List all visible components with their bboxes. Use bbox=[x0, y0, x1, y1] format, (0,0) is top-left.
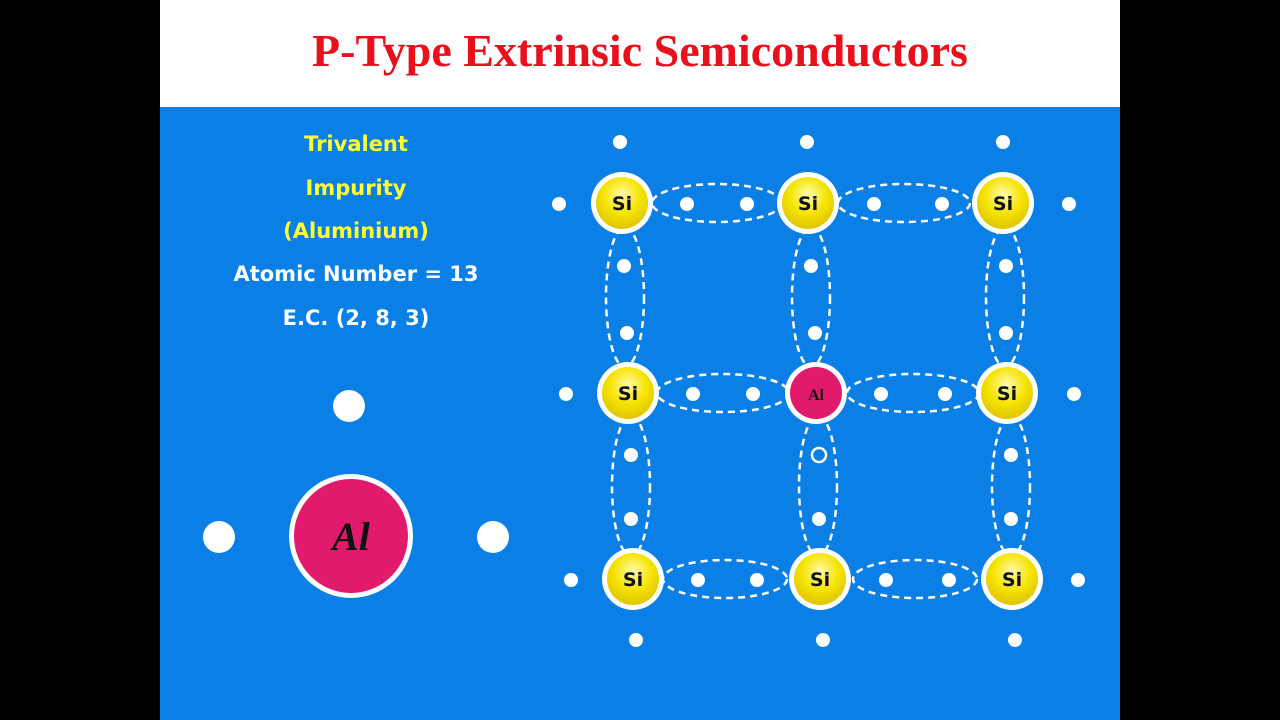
info-atomic-number: Atomic Number = 13 bbox=[233, 262, 479, 286]
silicon-symbol: Si bbox=[798, 193, 818, 215]
electron bbox=[1062, 197, 1076, 211]
valence-electron bbox=[477, 521, 509, 553]
bond bbox=[655, 372, 791, 414]
electron bbox=[999, 259, 1013, 273]
silicon-symbol: Si bbox=[623, 569, 643, 591]
silicon-symbol: Si bbox=[1002, 569, 1022, 591]
silicon-atom-core bbox=[607, 553, 659, 605]
aluminium-lattice-atom: Al bbox=[785, 362, 847, 424]
silicon-atom-core bbox=[602, 367, 654, 419]
silicon-atom: Si bbox=[777, 172, 839, 234]
silicon-atom-core bbox=[977, 177, 1029, 229]
electron bbox=[1008, 633, 1022, 647]
silicon-atom: Si bbox=[972, 172, 1034, 234]
info-impurity: Impurity bbox=[305, 176, 407, 200]
silicon-symbol: Si bbox=[618, 383, 638, 405]
lattice-diagram: Al bbox=[203, 135, 1085, 647]
electron bbox=[686, 387, 700, 401]
silicon-atom: Si bbox=[981, 548, 1043, 610]
bond bbox=[661, 558, 789, 600]
bond bbox=[845, 372, 981, 414]
info-trivalent: Trivalent bbox=[304, 132, 408, 156]
bond bbox=[990, 414, 1032, 558]
silicon-atom: Si bbox=[789, 548, 851, 610]
electron bbox=[1004, 448, 1018, 462]
electron bbox=[564, 573, 578, 587]
electron bbox=[624, 448, 638, 462]
silicon-symbol: Si bbox=[997, 383, 1017, 405]
electron bbox=[629, 633, 643, 647]
slide-title: P-Type Extrinsic Semiconductors bbox=[312, 25, 968, 76]
electron bbox=[996, 135, 1010, 149]
silicon-symbol: Si bbox=[993, 193, 1013, 215]
silicon-atom-core bbox=[596, 177, 648, 229]
electron bbox=[617, 259, 631, 273]
silicon-atom-core bbox=[981, 367, 1033, 419]
slide: P-Type Extrinsic Semiconductors Trivalen… bbox=[160, 0, 1120, 720]
info-aluminium: (Aluminium) bbox=[283, 219, 429, 243]
electron bbox=[740, 197, 754, 211]
bond bbox=[790, 225, 832, 369]
electron bbox=[942, 573, 956, 587]
bond bbox=[604, 225, 646, 369]
info-electronic-config: E.C. (2, 8, 3) bbox=[282, 306, 430, 330]
electron bbox=[1067, 387, 1081, 401]
electron bbox=[620, 326, 634, 340]
bond bbox=[984, 225, 1026, 369]
lattice-atoms: Si Si Si Si bbox=[591, 172, 1043, 610]
electron bbox=[867, 197, 881, 211]
electron bbox=[559, 387, 573, 401]
electron bbox=[938, 387, 952, 401]
electron bbox=[800, 135, 814, 149]
silicon-symbol: Si bbox=[810, 569, 830, 591]
bond bbox=[797, 414, 839, 558]
silicon-atom: Si bbox=[591, 172, 653, 234]
electron bbox=[999, 326, 1013, 340]
bond bbox=[836, 182, 972, 224]
electron bbox=[874, 387, 888, 401]
isolated-aluminium-atom: Al bbox=[203, 390, 509, 598]
electron bbox=[552, 197, 566, 211]
electron bbox=[750, 573, 764, 587]
aluminium-atom-core bbox=[294, 479, 408, 593]
silicon-atom-core bbox=[782, 177, 834, 229]
electron bbox=[680, 197, 694, 211]
bond bbox=[650, 182, 784, 224]
bond bbox=[610, 414, 652, 558]
electron bbox=[613, 135, 627, 149]
electron bbox=[879, 573, 893, 587]
silicon-atom: Si bbox=[602, 548, 664, 610]
lattice-electrons bbox=[552, 135, 1085, 647]
electron bbox=[746, 387, 760, 401]
silicon-atom-core bbox=[986, 553, 1038, 605]
valence-electron bbox=[333, 390, 365, 422]
electron bbox=[1071, 573, 1085, 587]
title-bar: P-Type Extrinsic Semiconductors bbox=[160, 0, 1120, 107]
electron bbox=[804, 259, 818, 273]
silicon-atom: Si bbox=[976, 362, 1038, 424]
electron bbox=[691, 573, 705, 587]
aluminium-atom-core bbox=[790, 367, 842, 419]
hole-icon bbox=[810, 446, 828, 464]
silicon-atom-core bbox=[794, 553, 846, 605]
aluminium-atom-symbol: Al bbox=[329, 514, 371, 559]
silicon-symbol: Si bbox=[612, 193, 632, 215]
valence-electron bbox=[203, 521, 235, 553]
electron bbox=[624, 512, 638, 526]
electron bbox=[808, 326, 822, 340]
electron bbox=[812, 512, 826, 526]
electron bbox=[816, 633, 830, 647]
electron bbox=[1004, 512, 1018, 526]
silicon-atom: Si bbox=[597, 362, 659, 424]
bond bbox=[851, 558, 979, 600]
electron bbox=[935, 197, 949, 211]
aluminium-symbol: Al bbox=[808, 387, 825, 404]
